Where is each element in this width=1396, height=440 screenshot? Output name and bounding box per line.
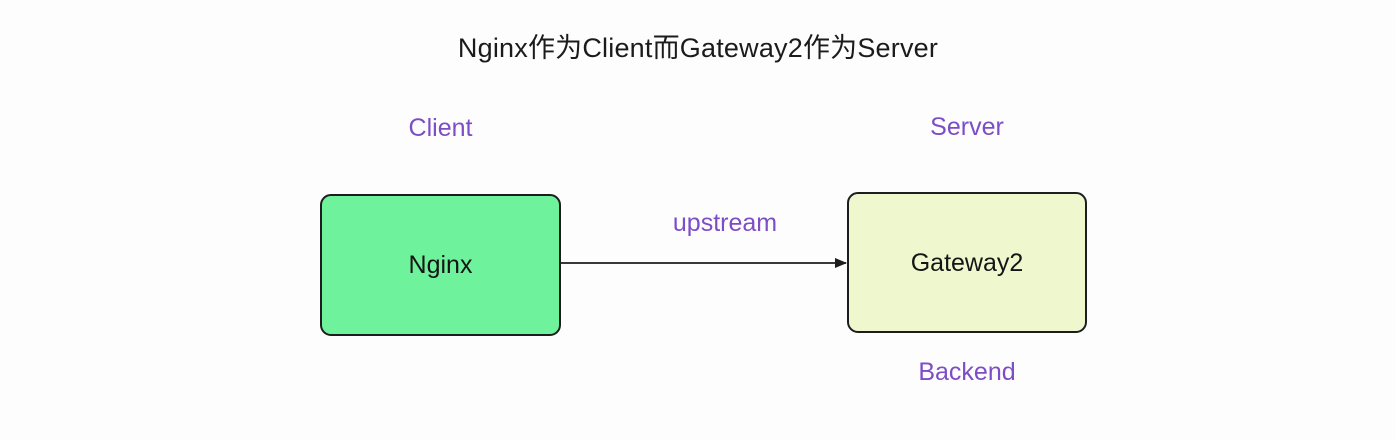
edge-nginx-to-gateway2 xyxy=(560,258,847,268)
node-gateway2[interactable]: Gateway2 xyxy=(847,192,1087,333)
node-gateway2-label: Gateway2 xyxy=(910,248,1024,277)
diagram-title: Nginx作为Client而Gateway2作为Server xyxy=(457,33,939,63)
node-nginx-label: Nginx xyxy=(408,251,473,279)
role-label-client: Client xyxy=(408,114,473,142)
role-label-server: Server xyxy=(930,113,1004,141)
role-label-backend: Backend xyxy=(918,358,1016,386)
edge-label-upstream: upstream xyxy=(672,209,778,237)
node-nginx[interactable]: Nginx xyxy=(320,194,561,336)
